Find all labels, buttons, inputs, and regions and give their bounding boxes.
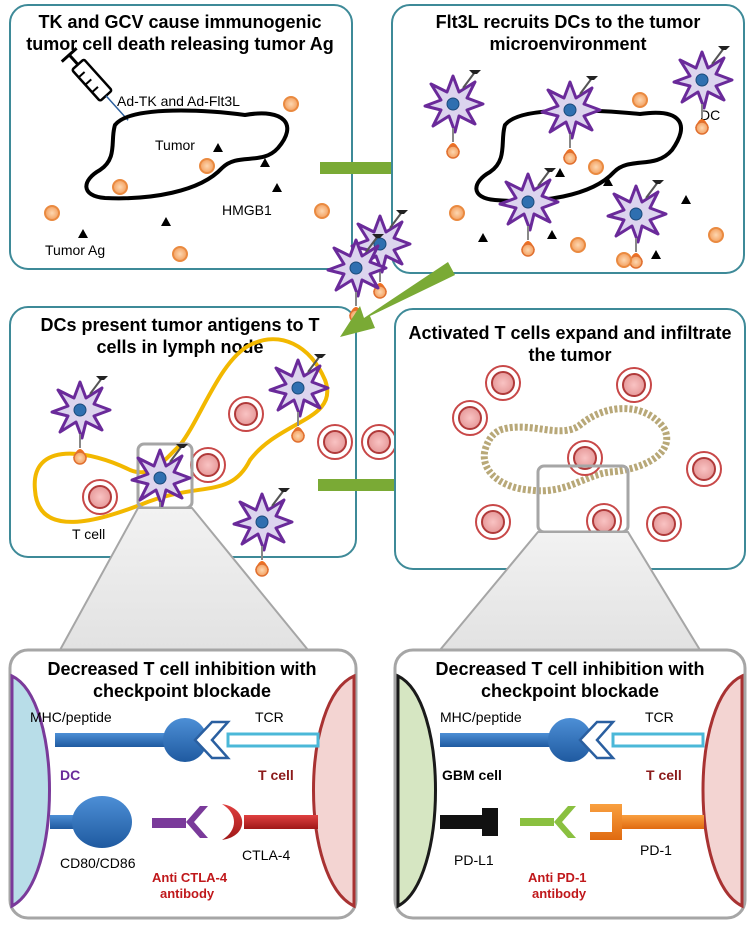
tcr-stalk — [226, 732, 320, 748]
panel-ctla4-blockade: Decreased T cell inhibition with checkpo… — [8, 648, 358, 920]
pd1-icon — [622, 815, 704, 829]
anti-ctla4-label-line1: Anti CTLA-4 — [152, 870, 228, 885]
tcr-head — [193, 720, 231, 760]
cd80-cd86-icon — [72, 796, 132, 848]
tcell-membrane-label: T cell — [646, 767, 682, 783]
peptide-complex — [548, 718, 592, 762]
panel-tumor-cell-death: TK and GCV cause immunogenic tumor cell … — [9, 4, 353, 270]
tcell-membrane-label: T cell — [258, 767, 294, 783]
dc-membrane — [10, 673, 51, 909]
panel-6-title-line1: Decreased T cell inhibition with — [435, 659, 704, 679]
infiltrated-tumor-outline — [480, 405, 671, 495]
panel-3-title-line2: cells in lymph node — [96, 337, 263, 357]
tcr-label: TCR — [645, 709, 674, 725]
dc-label: DC — [700, 107, 720, 123]
gbm-cell-label: GBM cell — [442, 767, 502, 783]
panel-1-title-line1: TK and GCV cause immunogenic — [38, 12, 321, 32]
tumor-label: Tumor — [155, 137, 195, 153]
panel-1-title-line2: tumor cell death releasing tumor Ag — [26, 34, 333, 54]
tcell-label: T cell — [72, 526, 105, 542]
lymph-node-outline — [32, 337, 330, 524]
anti-pd1-label-line1: Anti PD-1 — [528, 870, 587, 885]
pd1-head — [590, 804, 622, 840]
vector-label: Ad-TK and Ad-Flt3L — [117, 93, 240, 109]
anti-pd1-antibody-icon — [554, 806, 576, 838]
anti-pd1-label-line2: antibody — [532, 886, 587, 901]
hmgb1-label: HMGB1 — [222, 202, 272, 218]
mhc-label: MHC/peptide — [30, 709, 112, 725]
panel-2-title-line2: microenvironment — [489, 34, 646, 54]
tcr-label: TCR — [255, 709, 284, 725]
anti-ctla4-antibody-icon — [186, 806, 208, 838]
panel-dc-recruitment: Flt3L recruits DCs to the tumor microenv… — [391, 4, 745, 274]
panel-t-cell-expansion: Activated T cells expand and infiltrate … — [394, 308, 746, 570]
anti-ctla4-stem — [152, 818, 186, 828]
arrow-icon — [340, 262, 455, 337]
tcr-head — [578, 720, 616, 760]
panel-5-frame — [8, 648, 358, 920]
panel-5-title-line1: Decreased T cell inhibition with — [47, 659, 316, 679]
t-cell-membrane — [312, 673, 356, 909]
ctla4-head — [222, 804, 243, 840]
tumor-ag-label: Tumor Ag — [45, 242, 105, 258]
anti-pd1-stem — [520, 818, 554, 826]
cd80-label: CD80/CD86 — [60, 855, 136, 871]
pdl1-icon — [482, 808, 498, 836]
tcr-stalk — [611, 732, 705, 748]
mhc-molecule — [440, 733, 550, 747]
panel-2-frame — [391, 4, 745, 274]
panel-2-title-line1: Flt3L recruits DCs to the tumor — [436, 12, 701, 32]
panel-4-title-line1: Activated T cells expand and infiltrate — [408, 323, 731, 343]
panel-3-title-line1: DCs present tumor antigens to T — [40, 315, 319, 335]
pdl1-stalk — [440, 815, 485, 829]
panel-4-title-line2: the tumor — [529, 345, 612, 365]
pdl1-label: PD-L1 — [454, 852, 494, 868]
dc-cell-label: DC — [60, 767, 80, 783]
peptide-complex — [163, 718, 207, 762]
panel-6-title-line2: checkpoint blockade — [481, 681, 659, 701]
pd1-label: PD-1 — [640, 842, 672, 858]
ctla4-label: CTLA-4 — [242, 847, 290, 863]
t-cell-membrane — [701, 673, 744, 909]
panel-5-title-line2: checkpoint blockade — [93, 681, 271, 701]
panel-lymph-node: DCs present tumor antigens to T cells in… — [9, 208, 441, 578]
panel-pd1-blockade: Decreased T cell inhibition with checkpo… — [393, 648, 747, 920]
mhc-molecule — [55, 733, 165, 747]
tumor-outline — [84, 108, 290, 201]
tumor-outline — [474, 108, 683, 203]
panel-6-frame — [393, 648, 747, 920]
gbm-membrane — [396, 673, 437, 909]
ctla4-icon — [244, 815, 318, 829]
mhc-label: MHC/peptide — [440, 709, 522, 725]
anti-ctla4-label-line2: antibody — [160, 886, 215, 901]
